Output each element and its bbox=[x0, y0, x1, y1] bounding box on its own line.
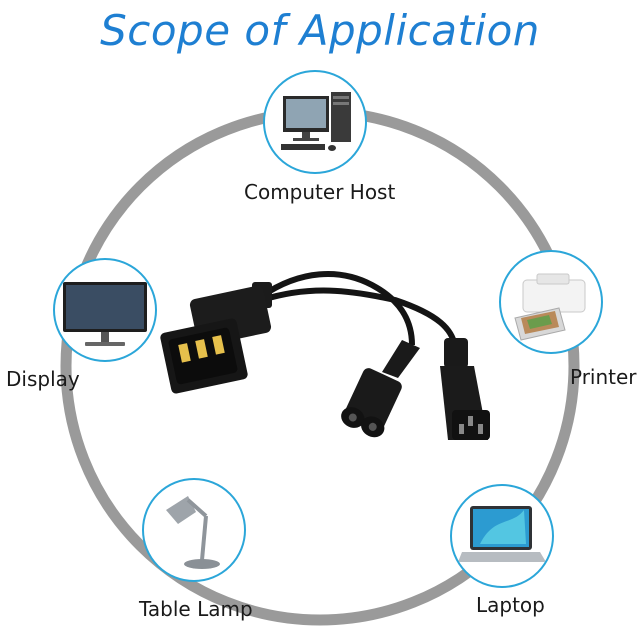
monitor-icon bbox=[63, 282, 147, 346]
display-label: Display bbox=[6, 367, 80, 391]
table-lamp-node bbox=[142, 478, 246, 582]
computer-host-node bbox=[263, 70, 367, 174]
laptop-node bbox=[450, 484, 554, 588]
computer-host-label: Computer Host bbox=[244, 180, 396, 204]
printer-label: Printer bbox=[570, 365, 637, 389]
laptop-label: Laptop bbox=[476, 593, 545, 617]
table-lamp-label: Table Lamp bbox=[139, 597, 253, 621]
desktop-computer-icon bbox=[281, 92, 351, 151]
laptop-icon bbox=[458, 506, 546, 562]
display-node bbox=[53, 258, 157, 362]
printer-node bbox=[499, 250, 603, 354]
desk-lamp-icon bbox=[166, 496, 220, 569]
page-title: Scope of Application bbox=[100, 6, 540, 55]
photo-printer-icon bbox=[514, 273, 586, 341]
